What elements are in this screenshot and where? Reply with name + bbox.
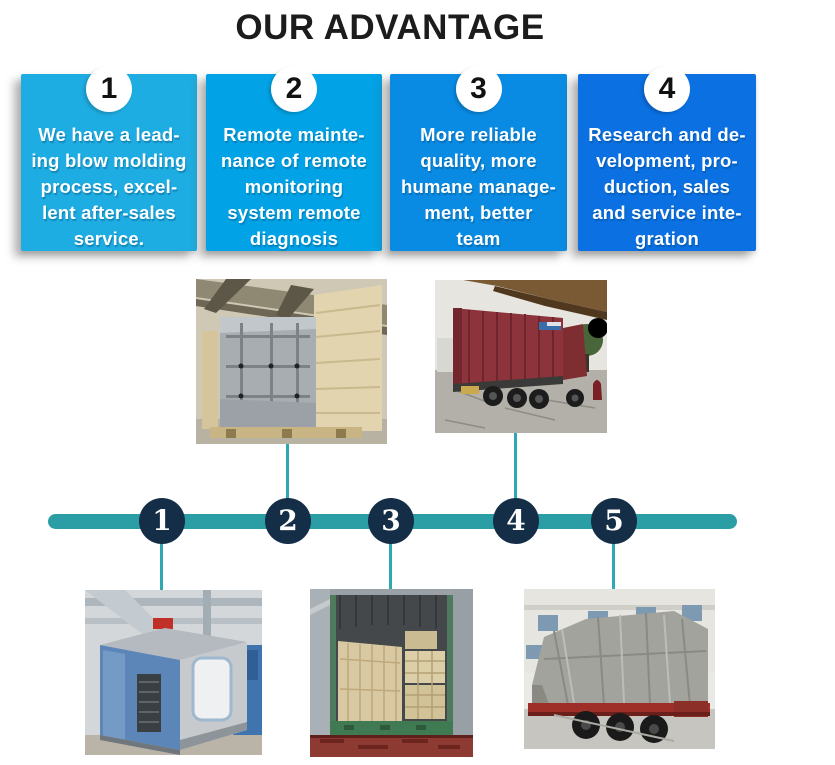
advantage-card-3: 3 More reliable quality, more humane man… — [390, 66, 567, 251]
card-number-4: 4 — [658, 72, 676, 105]
advantage-card-1: 1 We have a lead- ing blow molding proce… — [21, 66, 197, 251]
card-number-badge-4: 4 — [644, 66, 690, 112]
card-text-1: We have a lead- ing blow molding process… — [31, 124, 187, 249]
card-text-4: Research and de- velopment, pro- duction… — [588, 124, 746, 249]
timeline-step-1: 1 — [139, 498, 185, 544]
timeline-number-2: 2 — [278, 504, 298, 537]
connector-step3-down — [389, 540, 392, 590]
connector-step2-up — [286, 444, 289, 502]
connector-step4-up — [514, 433, 517, 502]
timeline-step-3: 3 — [368, 498, 414, 544]
card-number-1: 1 — [100, 72, 118, 105]
card-number-2: 2 — [285, 72, 303, 105]
timeline-number-5: 5 — [604, 504, 624, 537]
photo-tarp-covered-truck — [524, 589, 715, 749]
timeline-number-4: 4 — [506, 504, 526, 537]
timeline-step-2: 2 — [265, 498, 311, 544]
card-number-badge-3: 3 — [455, 66, 502, 112]
photo-machine-in-wooden-crate — [196, 279, 387, 444]
photo-red-container-truck — [435, 280, 607, 433]
advantage-card-4: 4 Research and de- velopment, pro- ducti… — [578, 66, 756, 251]
card-number-badge-2: 2 — [271, 66, 317, 112]
timeline-number-1: 1 — [152, 504, 172, 537]
card-text-3: More reliable quality, more humane manag… — [401, 124, 556, 249]
timeline-number-3: 3 — [381, 504, 401, 537]
connector-step5-down — [612, 540, 615, 590]
card-number-badge-1: 1 — [86, 66, 132, 112]
photo-wooden-crates-in-container — [310, 589, 473, 757]
timeline-step-5: 5 — [591, 498, 637, 544]
card-number-3: 3 — [470, 72, 487, 105]
connector-step1-down — [160, 540, 163, 591]
card-text-2: Remote mainte- nance of remote monitorin… — [221, 124, 367, 249]
photo-blow-molding-machine-in-factory — [85, 590, 262, 755]
advantage-card-2: 2 Remote mainte- nance of remote monitor… — [206, 66, 382, 251]
page-title: OUR ADVANTAGE — [235, 8, 545, 47]
timeline-step-4: 4 — [493, 498, 539, 544]
